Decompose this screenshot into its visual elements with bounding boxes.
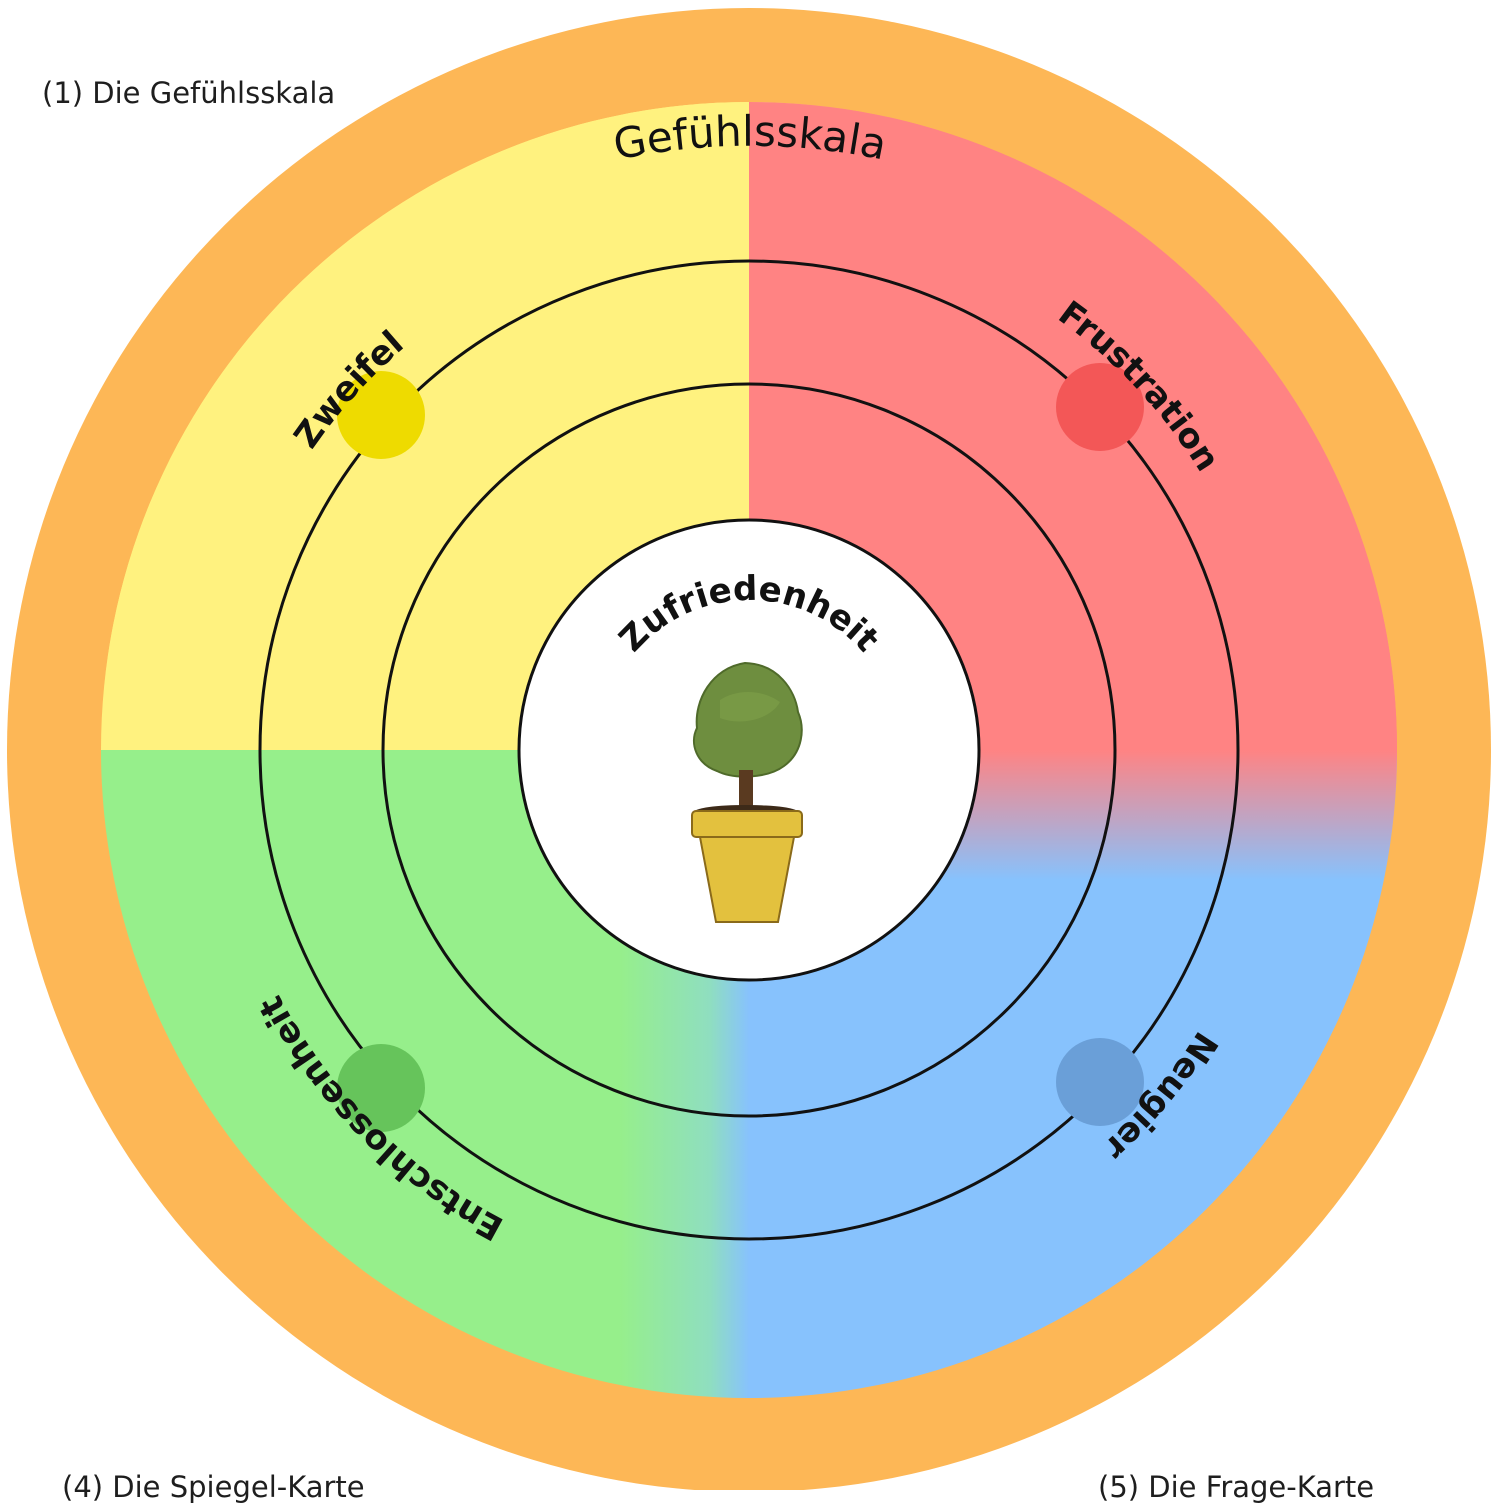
caption-gefuehlsskala: (1) Die Gefühlsskala [42,76,336,110]
neugier-dot [1056,1038,1144,1126]
ring-middle [381,382,1117,1118]
potted-tree-icon [691,661,803,923]
zweifel-dot [337,371,425,459]
frustration-dot [1056,363,1144,451]
ring-outer [258,259,1240,1241]
entschlossenheit-dot [337,1044,425,1132]
